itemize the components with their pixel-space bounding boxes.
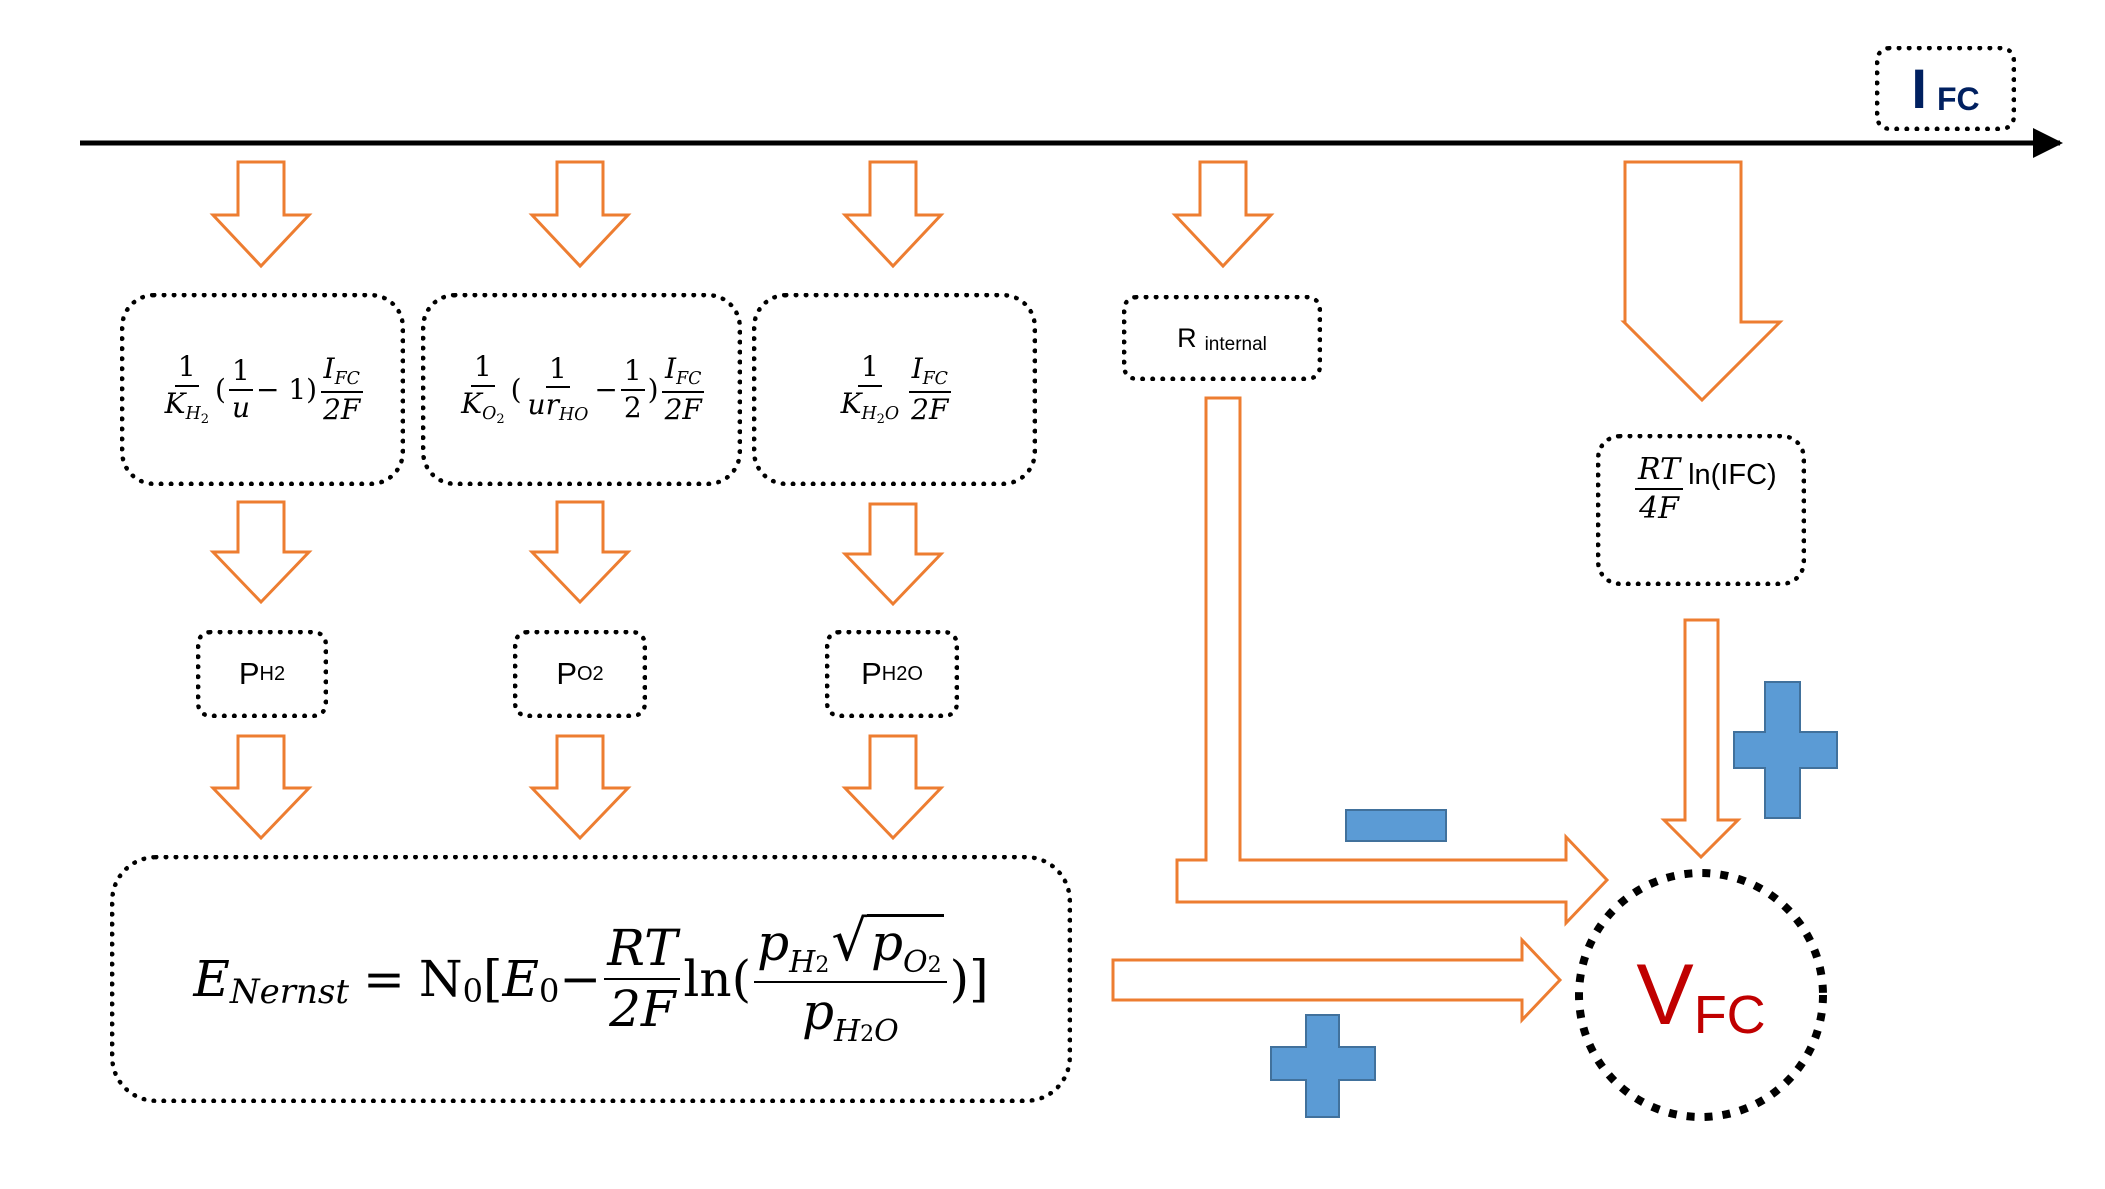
current-label-box [1875,46,2016,131]
p-h2-sub: H2 [259,662,286,685]
act-rt: RT [1635,453,1684,490]
o2-ifc: I [665,351,677,385]
nernst-e-sub: Nernst [229,972,349,1012]
o2-ifcsub: FC [676,368,702,389]
current-label-main: I [1911,57,1927,120]
p-h2-box [196,630,328,718]
oxygen-pressure-formula-box [421,293,742,486]
h2-ksub2: 2 [200,411,209,427]
hydrogen-pressure-formula-box [120,293,405,486]
nernst-e: E [193,950,230,1008]
h2o-twoF: 2F [911,392,949,426]
o2-ursub: HO [558,405,589,426]
h2-ksub: H [185,403,201,424]
nernst-equation-box [110,855,1072,1103]
h2o-ksub3: O [884,403,900,424]
o2-twoF: 2F [664,392,702,426]
minus-sign-icon [1345,809,1447,842]
h2-ifc: I [323,351,335,385]
arrow-down-h2o-bottom [841,734,945,841]
nernst-e0: E [502,950,540,1008]
internal-resistance-box [1122,295,1322,381]
h2-minus-one: − 1) [255,373,318,406]
internal-resistance-label: R internal [1122,295,1322,381]
arrow-down-o2-middle [528,500,632,605]
arrow-resistance-to-voltage [1175,396,1610,927]
resistance-main: R [1177,322,1197,353]
arrow-nernst-to-voltage [1111,936,1563,1024]
h2-inner-one: 1 [229,355,253,391]
nernst-2f: 2F [609,980,676,1038]
h2o-k: K [840,386,862,420]
resistance-sub: internal [1204,334,1267,355]
h2-u: u [231,390,250,424]
h2o-ifc: I [911,351,923,385]
arrow-down-resistance-top [1171,160,1275,269]
plus-sign-icon-nernst [1270,1014,1376,1118]
arrow-down-h2-top [209,160,313,269]
h2o-ksub2: 2 [876,411,885,427]
p-o2-box [513,630,647,718]
arrow-down-h2-bottom [209,734,313,841]
nernst-rt: RT [604,921,681,980]
voltage-label-sub: FC [1693,985,1766,1045]
arrow-down-h2o-middle [841,502,945,607]
arrow-down-o2-top [528,160,632,269]
o2-ur: ur [527,388,559,422]
o2-k: K [461,386,483,420]
p-h2o-box [825,630,959,718]
voltage-label-main: V [1636,946,1694,1043]
water-pressure-formula-box [752,293,1037,486]
voltage-label: V FC [1579,873,1823,1117]
h2o-ifcsub: FC [922,368,948,389]
current-label-sub: FC [1936,81,1980,117]
o2-ksub2: 2 [496,411,505,427]
p-h2-main: P [238,656,260,691]
arrow-down-h2-middle [209,500,313,605]
nernst-n0: N [418,950,463,1008]
act-4f: 4F [1639,491,1679,526]
h2-k: K [164,386,186,420]
activation-ln-text: ln(IFC) [1688,459,1777,491]
voltage-node [1575,869,1827,1121]
h2-ifcsub: FC [334,368,360,389]
o2-ksub: O [482,403,497,424]
h2o-one: 1 [857,351,882,387]
arrow-down-o2-bottom [528,734,632,841]
p-o2-main: P [556,656,577,691]
plus-sign-icon-activation [1733,681,1838,819]
arrow-down-h2o-top [841,160,945,269]
arrow-down-activation-top [1620,160,1784,403]
o2-one: 1 [470,351,495,387]
h2o-ksub: H [861,403,877,424]
p-h2o-sub: H2O [881,662,923,685]
o2-half-two: 2 [623,390,642,424]
nernst-ph2: p [757,913,790,972]
arrow-activation-to-voltage [1660,618,1742,860]
p-o2-sub: O2 [577,662,604,685]
h2-twoF: 2F [323,392,361,426]
h2-one: 1 [174,351,199,387]
nernst-ph2o: p [801,982,834,1041]
o2-half-one: 1 [620,355,645,391]
nernst-po2: p [871,913,904,972]
p-h2o-main: P [861,656,882,691]
activation-loss-box [1596,434,1806,586]
nernst-ln: ln( [683,950,752,1008]
current-label: I FC [1875,46,2016,131]
o2-inner-one: 1 [546,353,570,389]
